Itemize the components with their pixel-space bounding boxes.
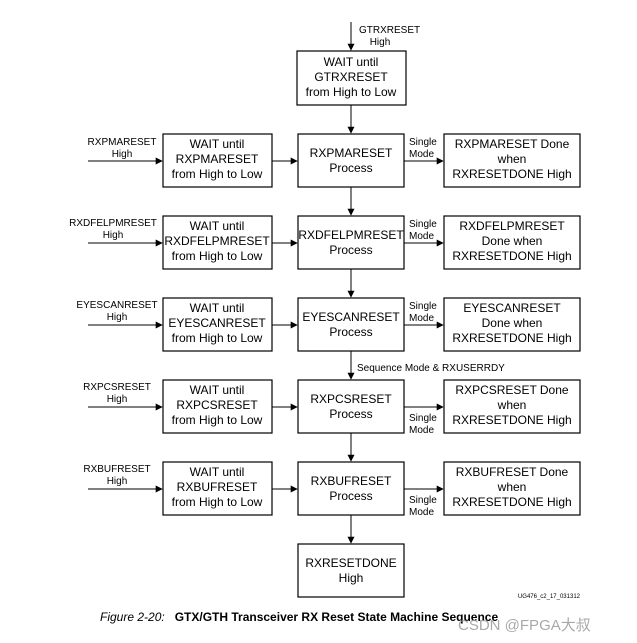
row2-wait-line-1: WAIT until (190, 219, 245, 233)
rxresetdone-high-box: RXRESETDONE High (297, 543, 405, 598)
figure-title: GTX/GTH Transceiver RX Reset State Machi… (174, 610, 499, 624)
row3-wait-line-1: WAIT until (190, 301, 245, 315)
row3-done-line-1: EYESCANRESET (463, 301, 561, 315)
row1-done-line-2: when (497, 152, 527, 166)
row4-wait-line-2: RXPCSRESET (176, 398, 258, 412)
row1-done-line-3: RXRESETDONE High (452, 167, 571, 181)
row5-mode-line-2: Mode (409, 507, 434, 518)
row2-process-box: RXDFELPMRESET Process (297, 215, 405, 270)
row2-wait-line-2: RXDFELPMRESET (164, 234, 270, 248)
row5-wait-line-1: WAIT until (190, 465, 245, 479)
row4-mode-line-2: Mode (409, 425, 434, 436)
row2-input-line-1: RXDFELPMRESET (69, 218, 157, 229)
figure-caption: Figure 2-20: GTX/GTH Transceiver RX Reset… (100, 610, 600, 624)
row2-input-line-2: High (103, 230, 124, 241)
gtrxreset-input-line-2: High (370, 37, 391, 48)
row4-process-line-1: RXPCSRESET (310, 392, 392, 406)
row5-done-line-3: RXRESETDONE High (452, 495, 571, 509)
row3-input-line-1: EYESCANRESET (76, 300, 157, 311)
row2-process-line-1: RXDFELPMRESET (298, 228, 404, 242)
row4-input-line-2: High (107, 394, 128, 405)
row4-done-line-3: RXRESETDONE High (452, 413, 571, 427)
row4-wait-line-1: WAIT until (190, 383, 245, 397)
row5-input-line-1: RXBUFRESET (83, 464, 150, 475)
row5-wait-box: WAIT until RXBUFRESET from High to Low (162, 461, 273, 516)
row2-wait-line-3: from High to Low (172, 249, 263, 263)
row5-done-line-2: when (497, 480, 527, 494)
watermark: CSDN @FPGA大叔 (458, 617, 591, 634)
wait-gtrxreset-line-2: GTRXRESET (314, 70, 388, 84)
row5-wait-line-2: RXBUFRESET (177, 480, 258, 494)
row5-process-box: RXBUFRESET Process (297, 461, 405, 516)
row2-done-box: RXDFELPMRESET Done when RXRESETDONE High (443, 215, 581, 270)
row-rxdfelpmreset: RXDFELPMRESET High WAIT until RXDFELPMRE… (69, 215, 581, 270)
row3-input-line-2: High (107, 312, 128, 323)
row3-mode-line-1: Single (409, 301, 437, 312)
row3-done-line-3: RXRESETDONE High (452, 331, 571, 345)
row1-wait-box: WAIT until RXPMARESET from High to Low (162, 133, 273, 188)
row1-wait-line-3: from High to Low (172, 167, 263, 181)
row2-done-line-1: RXDFELPMRESET (459, 219, 565, 233)
figure-number: Figure 2-20: (100, 610, 165, 624)
row3-done-line-2: Done when (482, 316, 543, 330)
row4-done-line-1: RXPCSRESET Done (455, 383, 568, 397)
row-eyescanreset: EYESCANRESET High WAIT until EYESCANRESE… (76, 297, 581, 352)
row1-input-line-2: High (112, 149, 133, 160)
row3-process-line-1: EYESCANRESET (302, 310, 400, 324)
row3-done-box: EYESCANRESET Done when RXRESETDONE High (443, 297, 581, 352)
row-rxbufreset: RXBUFRESET High WAIT until RXBUFRESET fr… (83, 461, 581, 518)
row5-wait-line-3: from High to Low (172, 495, 263, 509)
row-rxpmareset: RXPMARESET High WAIT until RXPMARESET fr… (88, 133, 581, 188)
row3-wait-box: WAIT until EYESCANRESET from High to Low (162, 297, 273, 352)
final-box-line-1: RXRESETDONE (305, 556, 396, 570)
row5-process-line-2: Process (329, 489, 372, 503)
row4-mode-line-1: Single (409, 413, 437, 424)
row1-process-line-2: Process (329, 161, 372, 175)
row3-process-box: EYESCANRESET Process (297, 297, 405, 352)
final-box-line-2: High (339, 571, 364, 585)
row4-wait-line-3: from High to Low (172, 413, 263, 427)
row-rxpcsreset: RXPCSRESET High WAIT until RXPCSRESET fr… (83, 379, 581, 436)
gtrxreset-input-label: GTRXRESET High (359, 25, 420, 48)
row4-wait-box: WAIT until RXPCSRESET from High to Low (162, 379, 273, 434)
row2-wait-box: WAIT until RXDFELPMRESET from High to Lo… (162, 215, 273, 270)
row1-wait-line-2: RXPMARESET (176, 152, 259, 166)
row4-done-line-2: when (497, 398, 527, 412)
row1-process-line-1: RXPMARESET (310, 146, 393, 160)
figure-code: UG476_c2_17_031312 (518, 594, 581, 600)
row1-done-box: RXPMARESET Done when RXRESETDONE High (443, 133, 581, 188)
row1-wait-line-1: WAIT until (190, 137, 245, 151)
row4-done-box: RXPCSRESET Done when RXRESETDONE High (443, 379, 581, 434)
wait-gtrxreset-line-3: from High to Low (306, 85, 397, 99)
row5-input-line-2: High (107, 476, 128, 487)
row2-mode-line-1: Single (409, 219, 437, 230)
wait-gtrxreset-box: WAIT until GTRXRESET from High to Low (296, 50, 407, 106)
gtrxreset-input-line-1: GTRXRESET (359, 25, 420, 36)
row1-input-line-1: RXPMARESET (88, 137, 157, 148)
row3-process-line-2: Process (329, 325, 372, 339)
row1-mode-line-1: Single (409, 137, 437, 148)
row4-input-line-1: RXPCSRESET (83, 382, 151, 393)
row2-done-line-3: RXRESETDONE High (452, 249, 571, 263)
row2-done-line-2: Done when (482, 234, 543, 248)
row4-process-box: RXPCSRESET Process (297, 379, 405, 434)
row3-mode-line-2: Mode (409, 313, 434, 324)
row2-mode-line-2: Mode (409, 231, 434, 242)
row5-done-line-1: RXBUFRESET Done (456, 465, 569, 479)
row3-wait-line-2: EYESCANRESET (168, 316, 266, 330)
wait-gtrxreset-line-1: WAIT until (324, 55, 379, 69)
row1-done-line-1: RXPMARESET Done (455, 137, 570, 151)
row5-done-box: RXBUFRESET Done when RXRESETDONE High (443, 461, 581, 516)
row3-wait-line-3: from High to Low (172, 331, 263, 345)
row2-process-line-2: Process (329, 243, 372, 257)
row5-process-line-1: RXBUFRESET (311, 474, 392, 488)
row4-process-line-2: Process (329, 407, 372, 421)
row1-process-box: RXPMARESET Process (297, 133, 405, 188)
row5-mode-line-1: Single (409, 495, 437, 506)
row1-mode-line-2: Mode (409, 149, 434, 160)
sequence-mode-label: Sequence Mode & RXUSERRDY (357, 363, 505, 374)
